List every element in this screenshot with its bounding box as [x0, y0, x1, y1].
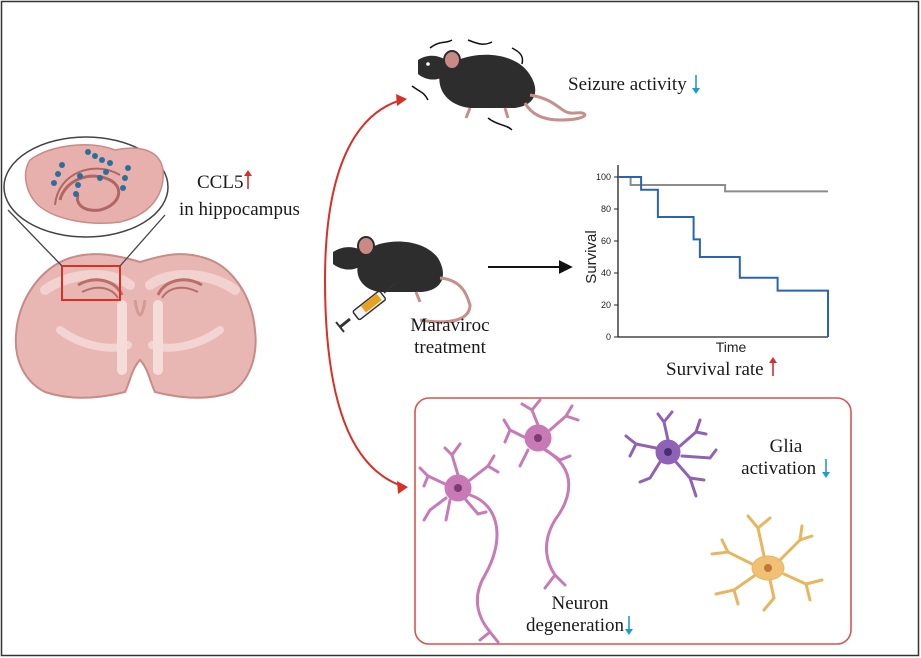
- branch-arrow: [323, 98, 406, 488]
- treated-mouse-icon: [333, 236, 472, 324]
- y-tick-label: 100: [596, 172, 611, 182]
- cells-panel: [414, 397, 852, 645]
- seizure-text: Seizure activity: [568, 74, 687, 95]
- y-tick-label: 60: [601, 236, 611, 246]
- seizing-mouse-icon: [411, 39, 587, 131]
- neuron-pink-icon: [502, 398, 580, 590]
- microglia-icon: [624, 410, 718, 498]
- hippocampus-zoom-icon: [3, 136, 169, 238]
- y-tick-label: 20: [601, 300, 611, 310]
- neuron-line1: Neuron: [551, 593, 609, 614]
- treatment-label: Maraviroc treatment: [398, 315, 502, 359]
- glia-label: Glia activation: [730, 436, 842, 480]
- seizure-label: Seizure activity: [568, 74, 701, 96]
- treatment-line2: treatment: [414, 337, 486, 358]
- ccl5-text: CCL5: [197, 172, 244, 193]
- survival-series-2: [618, 176, 829, 337]
- y-tick-label: 0: [606, 332, 611, 342]
- survival-rate-text: Survival rate: [666, 359, 764, 380]
- down-arrow-icon: [625, 616, 634, 635]
- treatment-line1: Maraviroc: [410, 315, 490, 336]
- brain-section-icon: [7, 209, 257, 399]
- ccl5-location: in hippocampus: [179, 199, 300, 220]
- up-arrow-icon: [244, 170, 253, 189]
- syringe-icon: [335, 282, 397, 333]
- glia-line2: activation: [741, 458, 817, 479]
- down-arrow-icon: [692, 75, 701, 94]
- up-arrow-icon: [769, 357, 778, 376]
- y-tick-label: 80: [601, 204, 611, 214]
- y-axis-label: Survival: [583, 230, 600, 283]
- ccl5-label: CCL5: [197, 170, 253, 194]
- y-tick-label: 40: [601, 268, 611, 278]
- x-axis-label: Time: [716, 339, 747, 355]
- neuron-pink-icon: [418, 442, 500, 644]
- neuron-line2: degeneration: [525, 615, 625, 636]
- neuron-label: Neuron degeneration: [520, 593, 640, 637]
- survival-rate-label: Survival rate: [666, 357, 778, 381]
- astrocyte-icon: [710, 514, 824, 612]
- glia-line1: Glia: [769, 436, 803, 457]
- down-arrow-icon: [821, 459, 830, 478]
- hippocampus-highlight-box: [61, 265, 121, 301]
